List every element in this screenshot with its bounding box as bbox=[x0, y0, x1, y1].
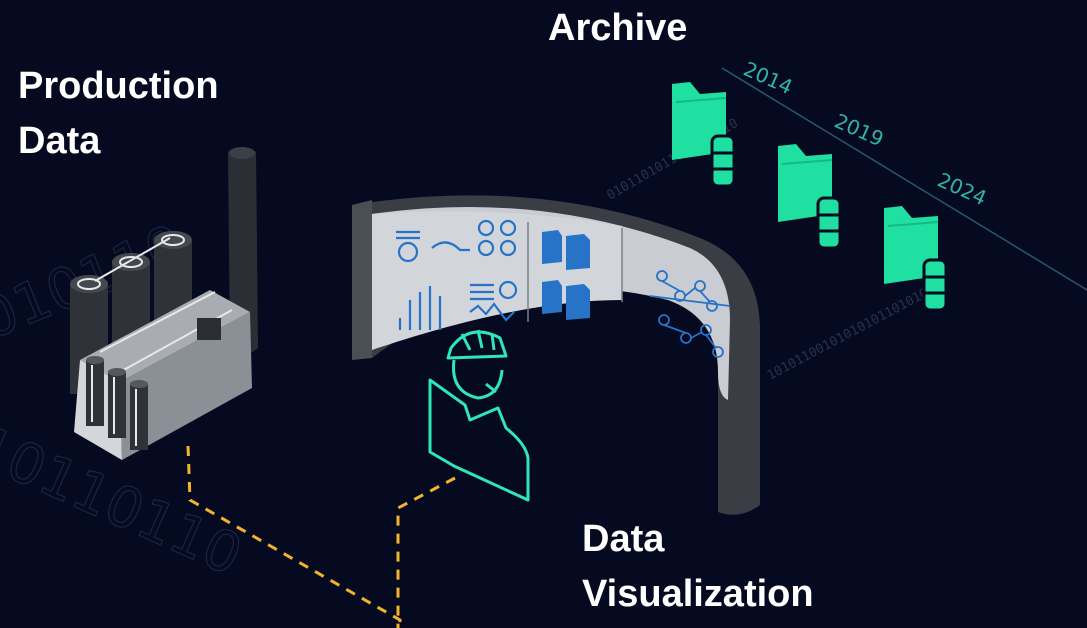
database-icon bbox=[922, 258, 948, 312]
gauge-icon bbox=[396, 219, 517, 263]
data-visualization-label-line: Visualization bbox=[582, 573, 814, 615]
data-visualization-label: Data Visualization bbox=[582, 512, 814, 622]
production-data-label-line: Production bbox=[18, 65, 219, 107]
production-data-label: Production Data bbox=[18, 59, 219, 169]
database-icon bbox=[816, 196, 842, 250]
timeline-years: 2014 2019 2024 bbox=[740, 57, 990, 211]
year-label: 2019 bbox=[831, 109, 887, 152]
data-connectors bbox=[186, 445, 456, 628]
archive-folder bbox=[778, 144, 842, 250]
network-diagram-icon bbox=[649, 270, 731, 358]
operator-icon bbox=[428, 329, 530, 502]
connector-factory bbox=[186, 445, 402, 628]
document-icon bbox=[542, 230, 590, 320]
database-icon bbox=[710, 134, 736, 188]
binary-small-2: 101011001010101011010101 bbox=[765, 282, 938, 383]
archive-folder bbox=[672, 82, 736, 188]
bar-chart-icon bbox=[398, 280, 518, 330]
year-label: 2014 bbox=[740, 57, 796, 100]
data-visualization-label-line: Data bbox=[582, 518, 665, 560]
timeline-line bbox=[721, 67, 1087, 291]
dashboard-screen bbox=[352, 195, 760, 515]
production-data-label-line: Data bbox=[18, 120, 101, 162]
factory-icon bbox=[70, 147, 258, 460]
archive-folder bbox=[884, 206, 948, 312]
archive-label: Archive bbox=[548, 7, 688, 49]
connector-operator bbox=[396, 476, 456, 628]
year-label: 2024 bbox=[934, 168, 990, 211]
